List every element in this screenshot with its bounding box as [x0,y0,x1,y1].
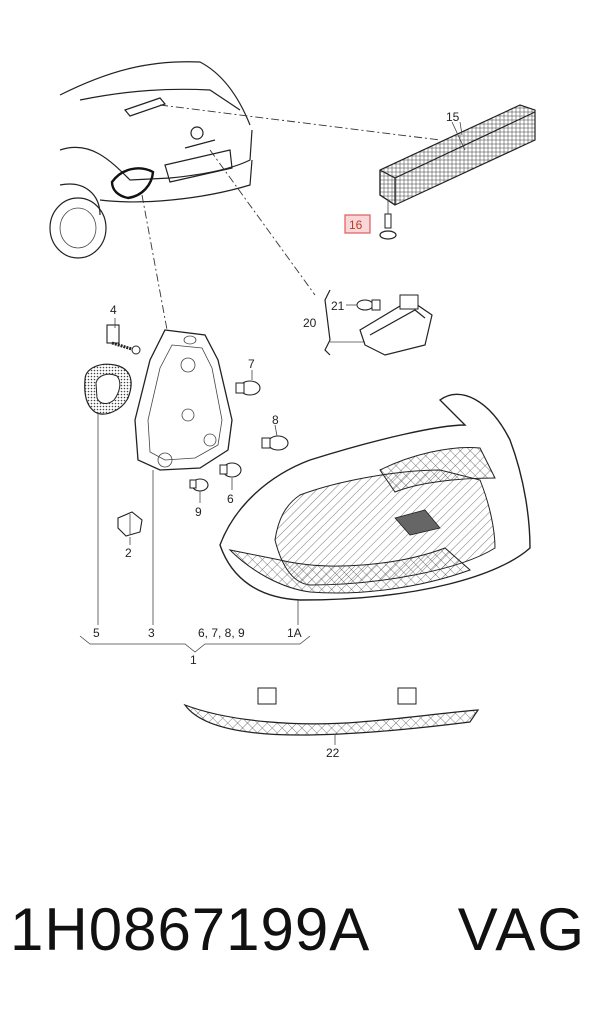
callout-16-highlight [344,214,371,234]
callout-labels: 15 16 20 21 4 7 8 6 9 2 5 3 6, 7, 8, 9 1… [93,110,460,760]
part-1A-tail-lamp [219,393,531,601]
callout-21: 21 [331,299,345,313]
callout-8: 8 [272,413,279,427]
callout-6: 6 [227,492,234,506]
bulb-9 [189,478,209,492]
callout-7: 7 [248,357,255,371]
callout-16: 16 [349,218,363,232]
callout-22: 22 [326,746,340,760]
callout-1A: 1A [287,626,302,640]
part-number: 1H0867199A [10,896,371,963]
callout-3: 3 [148,626,155,640]
part-5-gasket [84,363,132,415]
part-22-reflector [183,687,480,736]
callout-5: 5 [93,626,100,640]
parts-diagram: 15 16 20 21 4 7 8 6 9 2 5 3 6, 7, 8, 9 1… [49,61,536,760]
brand-label: VAG [457,896,586,963]
bulbs [189,380,289,492]
part-20-license-lamp [324,289,433,356]
part-4-bolt [106,324,141,355]
callout-20: 20 [303,316,317,330]
callout-leaders [79,121,466,745]
callout-9: 9 [195,505,202,519]
bulb-7 [235,380,261,396]
part-2-nut [117,511,143,537]
part-16-screw [379,200,397,240]
callout-6789: 6, 7, 8, 9 [198,626,245,640]
leader-lines [141,104,441,336]
callout-1: 1 [190,653,197,667]
callout-15: 15 [446,110,460,124]
bulb-8 [261,435,289,451]
callout-4: 4 [110,303,117,317]
car-rear-illustration [49,61,253,259]
bulb-6 [219,462,242,478]
part-15-brake-light [379,104,536,206]
part-footer: 1H0867199A VAG [0,895,600,985]
part-3-bulb-carrier [134,329,233,471]
callout-2: 2 [125,546,132,560]
